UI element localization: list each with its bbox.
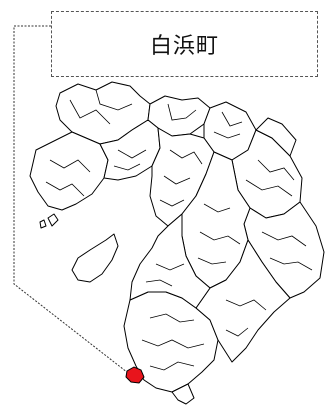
highlighted-municipality[interactable] bbox=[125, 366, 145, 384]
municipal-borders bbox=[45, 89, 313, 371]
leader-line bbox=[13, 25, 133, 377]
municipality-label-box: 白浜町 bbox=[51, 11, 318, 77]
island-awaji bbox=[71, 233, 119, 283]
island-small-2 bbox=[39, 219, 47, 229]
region-east-upper bbox=[255, 117, 297, 157]
cape-southern bbox=[171, 383, 195, 405]
prefecture-map bbox=[29, 81, 325, 405]
region-south-tip bbox=[195, 239, 291, 363]
region-mid-west bbox=[29, 131, 109, 211]
municipality-name: 白浜町 bbox=[149, 34, 219, 59]
island-small bbox=[47, 213, 59, 227]
region-south-mid bbox=[129, 213, 211, 309]
